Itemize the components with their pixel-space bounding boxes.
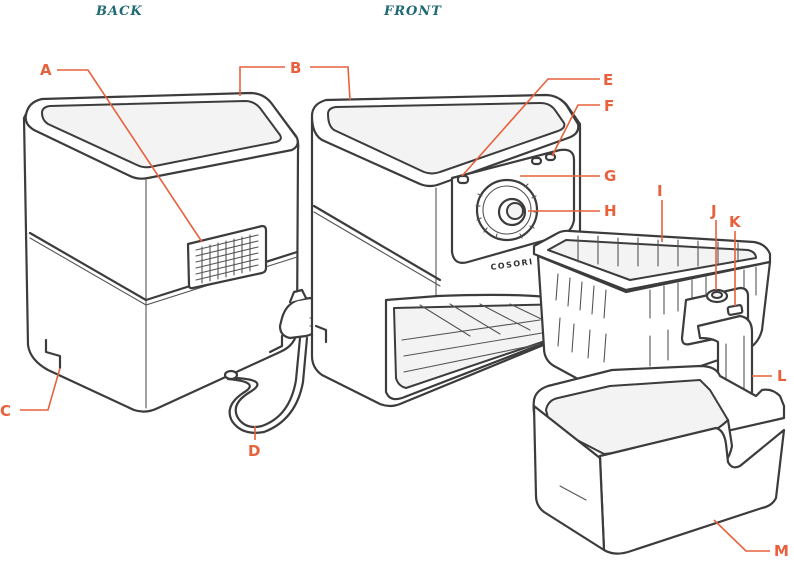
- back-unit: [22, 91, 323, 434]
- callout-g: G: [604, 167, 616, 185]
- callout-e: E: [603, 71, 613, 89]
- callout-group: A B C D E F G H I J K L M: [0, 59, 789, 560]
- leader-b-left: [239, 66, 285, 96]
- leader-m: [713, 519, 770, 552]
- leader-b-right: [310, 66, 351, 101]
- view-title-back: BACK: [95, 4, 143, 19]
- callout-k: K: [729, 213, 742, 231]
- inner-basket: [532, 229, 772, 406]
- leader-f: [551, 104, 600, 157]
- callout-l: L: [777, 367, 787, 385]
- leader-a: [57, 69, 203, 243]
- view-title-front: FRONT: [383, 4, 442, 19]
- callout-m: M: [774, 542, 789, 560]
- callout-f: F: [604, 97, 614, 115]
- callout-j: J: [710, 202, 717, 220]
- callout-b: B: [290, 59, 301, 77]
- leader-c: [20, 367, 61, 411]
- callout-c: C: [0, 402, 11, 420]
- callout-h: H: [604, 202, 617, 220]
- callout-a: A: [40, 61, 52, 79]
- callout-i: I: [657, 182, 663, 200]
- callout-d: D: [248, 442, 260, 460]
- leader-e: [461, 78, 600, 177]
- outer-basket: [532, 364, 786, 555]
